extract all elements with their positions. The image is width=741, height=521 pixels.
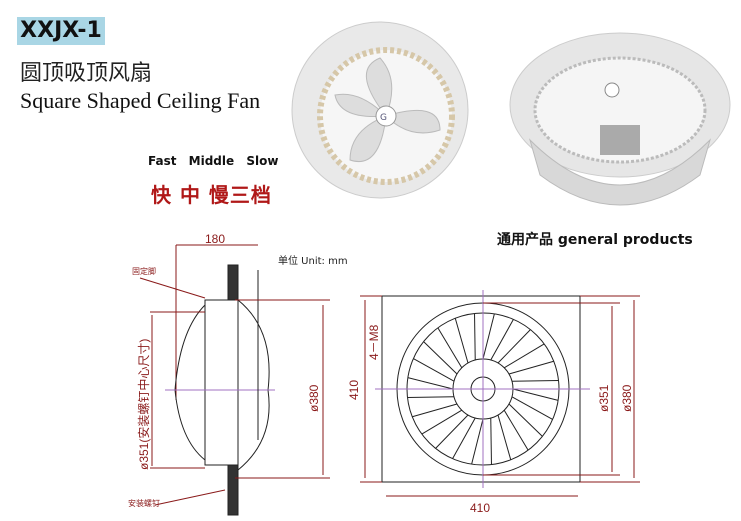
grille-spoke [512,388,559,401]
grille-spoke [474,313,476,361]
grille-spoke [412,403,458,418]
grille-spoke [482,313,495,360]
grille-spoke [508,403,543,437]
side-diameter-dimension: ø380 [307,384,321,412]
grille-spoke [503,409,529,451]
side-mount-center-dimension: ø351(安装螺钉中心尺寸) [136,339,151,470]
side-view-drawing [139,244,330,516]
mounting-screw-label: 安装螺钉 [128,498,160,508]
grille-spoke [435,414,469,449]
grille-spoke [407,396,455,398]
grille-spoke [423,341,458,375]
grille-spoke [511,396,553,420]
grille-spoke [437,327,463,369]
fan-photo-front: G [291,21,469,199]
grille-spoke [413,358,455,382]
grille-spoke [490,319,514,361]
title-english: Square Shaped Ceiling Fan [20,88,261,113]
front-inner-diameter-dimension: ø351 [597,384,611,412]
screws-dimension: 4－M8 [367,324,381,360]
front-outer-diameter-dimension: ø380 [620,384,634,412]
speed-labels-chinese: 快 中 慢三档 [151,183,272,207]
unit-label: 单位 Unit: mm [278,256,348,267]
grille-spoke [490,417,492,465]
side-depth-dimension: 180 [205,232,225,246]
svg-text:G: G [380,113,387,123]
grille-spoke [421,409,463,435]
grille-spoke [497,414,512,460]
model-badge: XXJX-1 [17,17,105,45]
grille-spoke [452,417,476,459]
grille-spoke [454,318,469,364]
grille-spoke [508,360,554,375]
grille-spoke [471,418,484,465]
grille-spoke [503,343,545,369]
title-chinese: 圆顶吸顶风扇 [20,61,153,86]
grille-spoke [407,377,454,390]
front-width-dimension: 410 [470,501,490,515]
fan-photo-angled [509,32,731,206]
fixing-foot-label: 固定脚 [132,266,156,276]
general-products-label: 通用产品 general products [497,232,693,248]
front-height-dimension: 410 [347,380,361,400]
speed-labels-english: Fast Middle Slow [148,154,279,168]
grille-spoke [497,329,531,364]
front-view-drawing [360,290,640,497]
grille-spoke [511,380,559,382]
